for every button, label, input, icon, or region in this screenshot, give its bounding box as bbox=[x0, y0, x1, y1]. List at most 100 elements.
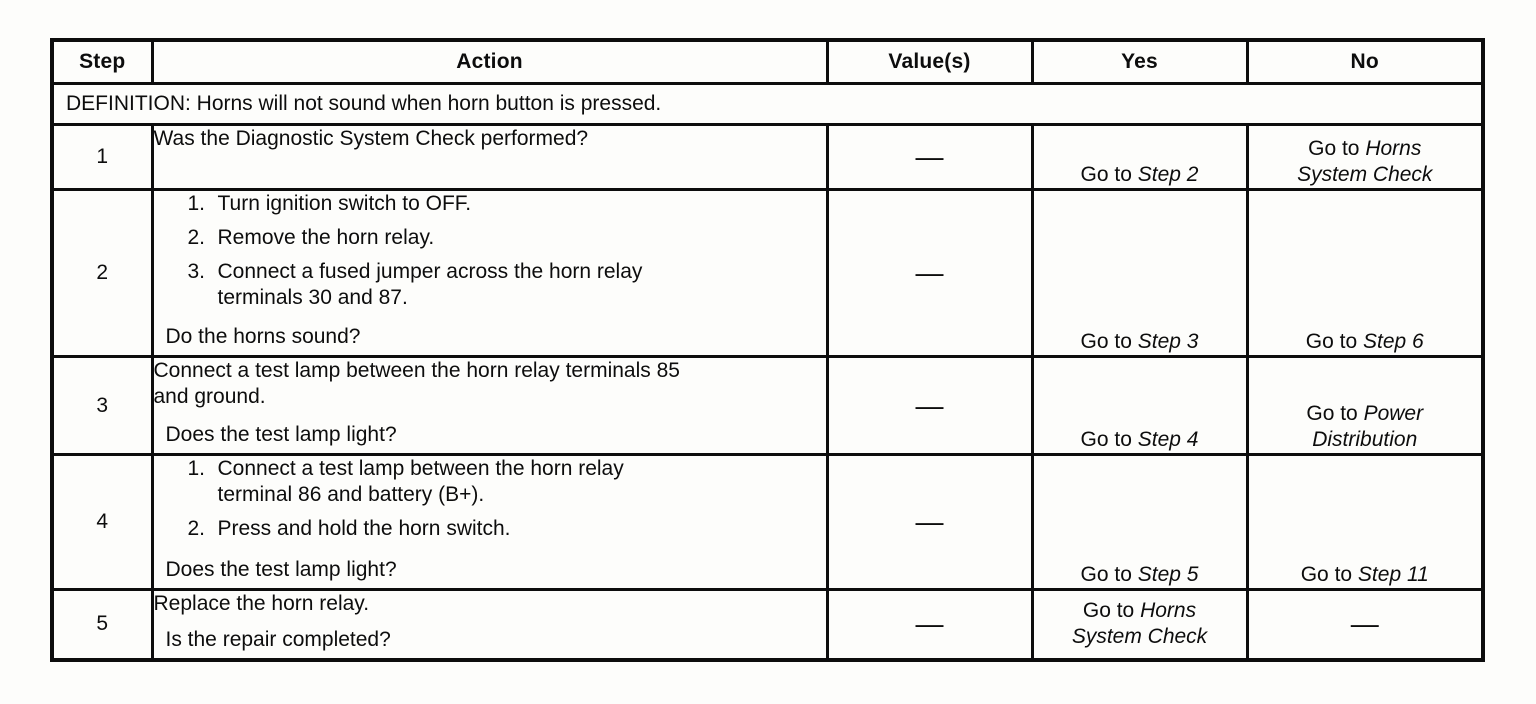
goto-text: Go to Step 2 bbox=[1035, 162, 1244, 187]
list-item-number: 2. bbox=[187, 517, 206, 540]
dash: — bbox=[830, 508, 1029, 536]
table-row: 4 1. Connect a test lamp between the horn … bbox=[50, 453, 1485, 591]
action-line: terminals 30 and 87. bbox=[217, 286, 408, 309]
goto-word: Go to bbox=[1080, 563, 1138, 586]
action-line: Replace the horn relay. bbox=[153, 592, 370, 616]
goto-text: Go to Step 4 bbox=[1035, 427, 1244, 452]
table-row: 2 1. Turn ignition switch to OFF. 2. Remove … bbox=[50, 188, 1485, 358]
column-header-values: Value(s) bbox=[825, 38, 1034, 85]
question-text: Does the test lamp light? bbox=[165, 558, 397, 581]
diagnostic-table-body: DEFINITION: Horns will not sound when ho… bbox=[50, 82, 1485, 661]
yes-cell: Go to Step 5 bbox=[1030, 453, 1249, 591]
list-item: 3.Connect a fused jumper across the horn… bbox=[155, 259, 825, 311]
goto-word: Go to bbox=[1308, 137, 1366, 160]
yes-cell: Go to Step 4 bbox=[1030, 355, 1249, 456]
column-header-yes: Yes bbox=[1030, 38, 1249, 85]
action-cell: Connect a test lamp between the horn rel… bbox=[150, 355, 829, 456]
goto-target: Step 6 bbox=[1362, 330, 1424, 353]
dash: — bbox=[830, 610, 1029, 638]
question-text: Do the horns sound? bbox=[165, 325, 361, 348]
goto-word: Go to bbox=[1080, 163, 1138, 186]
goto-word: Go to bbox=[1082, 599, 1141, 623]
column-header-action: Action bbox=[150, 38, 829, 85]
goto-text: Go to Step 5 bbox=[1035, 562, 1244, 587]
list-item-text: Connect a fused jumper across the horn r… bbox=[217, 259, 825, 311]
goto-target: Step 4 bbox=[1137, 428, 1199, 451]
goto-text: System Check bbox=[1035, 624, 1244, 650]
goto-word: Go to bbox=[1300, 563, 1358, 586]
dash: — bbox=[1250, 610, 1480, 638]
goto-text: System Check bbox=[1250, 162, 1480, 187]
dash: — bbox=[830, 143, 1029, 171]
list-item-number: 1. bbox=[187, 192, 206, 216]
goto-word: — bbox=[1350, 608, 1379, 640]
goto-target: Step 5 bbox=[1137, 563, 1199, 586]
action-line: Was the Diagnostic System Check performe… bbox=[153, 127, 589, 151]
dash: — bbox=[830, 391, 1029, 419]
action-cell: 1. Connect a test lamp between the horn r… bbox=[150, 453, 829, 591]
list-item-number: 1. bbox=[187, 457, 206, 481]
action-line: Turn ignition switch to OFF. bbox=[217, 192, 472, 216]
step-cell: 2 bbox=[50, 188, 154, 358]
action-line: Connect a fused jumper across the horn r… bbox=[217, 260, 643, 283]
step-cell: 5 bbox=[50, 588, 154, 661]
list-item-text: Remove the horn relay. bbox=[218, 225, 825, 251]
no-cell: Go to Step 11 bbox=[1245, 453, 1485, 591]
value-cell: — bbox=[825, 123, 1034, 191]
list-item-text: Connect a test lamp between the horn rel… bbox=[217, 457, 825, 509]
list-item: 1. Connect a test lamp between the horn r… bbox=[155, 457, 825, 509]
list-item: 2. Press and hold the horn switch. bbox=[155, 516, 825, 542]
list-item-number: 2. bbox=[187, 226, 206, 249]
goto-word: Go to bbox=[1080, 330, 1138, 353]
value-cell: — bbox=[825, 188, 1034, 358]
goto-text: Go to Power bbox=[1250, 401, 1480, 427]
goto-text: Go to Horns bbox=[1035, 598, 1244, 624]
value-cell: — bbox=[825, 588, 1034, 661]
goto-word: — bbox=[915, 141, 944, 172]
definition-row: DEFINITION: Horns will not sound when ho… bbox=[50, 82, 1485, 126]
step-cell: 1 bbox=[50, 123, 154, 191]
goto-word: — bbox=[915, 389, 944, 421]
action-line: terminal 86 and battery (B+). bbox=[217, 483, 485, 506]
goto-text: Go to Step 3 bbox=[1035, 329, 1244, 354]
goto-target: Distribution bbox=[1312, 428, 1418, 451]
question-text: Is the repair completed? bbox=[165, 627, 391, 651]
action-cell: Replace the horn relay. Is the repair com… bbox=[150, 588, 829, 661]
goto-target: System Check bbox=[1297, 163, 1433, 186]
diagnostic-table: Step Action Value(s) Yes No DEFINITION: … bbox=[50, 38, 1485, 662]
action-line: Connect a test lamp between the horn rel… bbox=[217, 457, 624, 481]
action-cell: Was the Diagnostic System Check performe… bbox=[150, 123, 829, 191]
goto-text: Go to Step 11 bbox=[1250, 562, 1480, 587]
list-item-text: Press and hold the horn switch. bbox=[218, 516, 825, 542]
list-item: 1. Turn ignition switch to OFF. bbox=[155, 192, 825, 218]
column-header-no: No bbox=[1245, 38, 1485, 85]
step-cell: 4 bbox=[50, 453, 154, 591]
goto-word: Go to bbox=[1080, 428, 1138, 451]
goto-target: Step 3 bbox=[1137, 330, 1199, 353]
value-cell: — bbox=[825, 453, 1034, 591]
list-item-text: Turn ignition switch to OFF. bbox=[217, 192, 825, 218]
step-cell: 3 bbox=[50, 355, 154, 456]
action-line: Connect a test lamp between the horn rel… bbox=[153, 359, 680, 383]
header-row: Step Action Value(s) Yes No bbox=[50, 38, 1485, 85]
no-cell: Go to Step 6 bbox=[1245, 188, 1485, 358]
goto-target: Horns bbox=[1365, 137, 1422, 160]
goto-word: Go to bbox=[1305, 330, 1363, 353]
dash: — bbox=[830, 259, 1029, 287]
yes-cell: Go to Step 3 bbox=[1030, 188, 1249, 358]
definition-text: DEFINITION: Horns will not sound when ho… bbox=[50, 82, 1485, 126]
list-item: 2. Remove the horn relay. bbox=[155, 225, 825, 251]
goto-text: Distribution bbox=[1250, 427, 1480, 452]
value-cell: — bbox=[825, 355, 1034, 456]
goto-text: Go to Horns bbox=[1250, 136, 1480, 162]
goto-target: Horns bbox=[1140, 599, 1197, 623]
goto-word: — bbox=[915, 257, 944, 288]
goto-target: Step 2 bbox=[1137, 163, 1199, 186]
